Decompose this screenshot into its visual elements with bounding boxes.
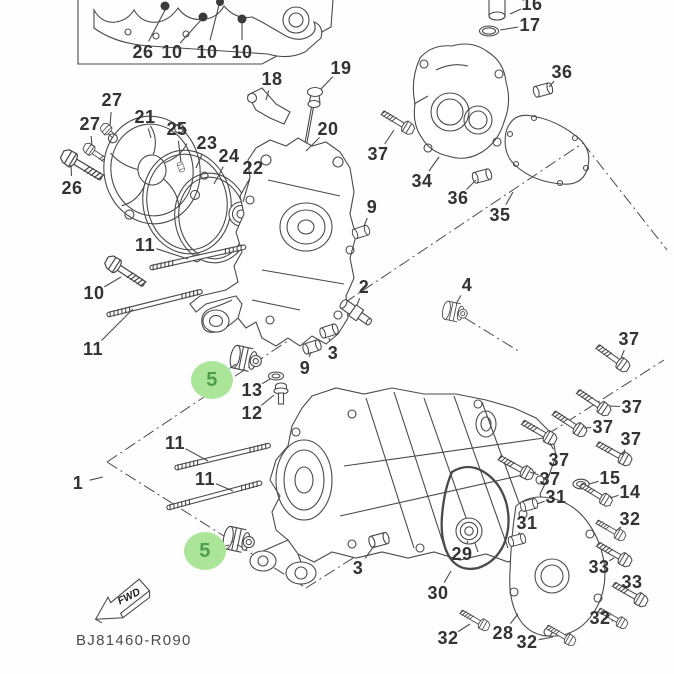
fwd-arrow-label: FWD bbox=[116, 586, 143, 608]
leader-line-21 bbox=[147, 128, 152, 139]
leader-line-37 bbox=[384, 129, 395, 145]
leader-line-17 bbox=[499, 26, 519, 31]
dowel-9-upper bbox=[350, 224, 372, 240]
leader-line-33 bbox=[609, 557, 615, 562]
leader-line-12 bbox=[260, 394, 275, 406]
bolt-32-b bbox=[595, 604, 630, 631]
crankcase-main bbox=[249, 387, 557, 585]
engine-mount-bracket bbox=[93, 0, 323, 58]
leader-line-4 bbox=[455, 295, 462, 305]
bolt-10 bbox=[101, 252, 150, 292]
leader-line-1 bbox=[89, 476, 104, 481]
leader-line-3 bbox=[364, 545, 375, 559]
leader-lines bbox=[70, 4, 637, 641]
crankcase-cover-34 bbox=[412, 43, 510, 159]
leader-line-32 bbox=[615, 526, 622, 532]
diagram-code: BJ81460-R090 bbox=[76, 632, 192, 649]
leader-line-24 bbox=[213, 166, 224, 185]
bolt-12 bbox=[273, 382, 289, 405]
leader-line-22 bbox=[242, 179, 251, 203]
leader-line-10 bbox=[209, 4, 220, 41]
leader-line-14 bbox=[609, 494, 619, 499]
leader-line-35 bbox=[505, 191, 514, 205]
leader-line-19 bbox=[320, 76, 334, 90]
bolt-37-r3 bbox=[549, 406, 590, 440]
leader-line-37 bbox=[620, 349, 625, 359]
leader-line-27 bbox=[90, 135, 93, 147]
cover-gasket-30 bbox=[440, 465, 510, 571]
fitting-2 bbox=[339, 299, 373, 326]
washer-13 bbox=[267, 371, 285, 381]
water-pump-cover-28 bbox=[509, 496, 606, 637]
leader-line-23 bbox=[195, 153, 203, 169]
dipstick-19 bbox=[296, 86, 324, 181]
leader-line-32 bbox=[538, 636, 554, 641]
cover-gasket-23 bbox=[142, 149, 232, 255]
leader-line-27 bbox=[109, 111, 112, 127]
leader-line-11 bbox=[156, 248, 189, 260]
bolt-14 bbox=[577, 479, 615, 509]
bolt-37-r4 bbox=[593, 437, 635, 469]
bolt-33-b bbox=[609, 578, 651, 610]
leader-line-29 bbox=[466, 540, 469, 544]
leader-line-3 bbox=[328, 337, 331, 342]
leader-line-36 bbox=[548, 80, 555, 88]
leader-line-10 bbox=[104, 276, 122, 288]
leader-line-36 bbox=[466, 179, 477, 190]
bushing-5-lower bbox=[220, 524, 258, 556]
leader-line-37 bbox=[609, 405, 621, 408]
leader-line-30 bbox=[443, 570, 452, 583]
leader-line-13 bbox=[261, 378, 271, 385]
leader-line-18 bbox=[265, 90, 270, 101]
leader-line-11 bbox=[215, 483, 234, 492]
leader-line-37 bbox=[549, 442, 554, 450]
o-ring-17 bbox=[478, 25, 500, 37]
leader-line-9 bbox=[363, 217, 368, 227]
leader-line-34 bbox=[428, 156, 440, 172]
leader-line-31 bbox=[517, 532, 521, 536]
leader-line-25 bbox=[177, 140, 182, 163]
stud-11-d bbox=[165, 479, 263, 512]
leader-line-16 bbox=[509, 8, 522, 15]
bushing-4 bbox=[440, 299, 470, 325]
leader-line-26 bbox=[148, 9, 166, 42]
stud-11-c bbox=[173, 441, 272, 472]
bushing-5-upper bbox=[227, 343, 265, 375]
leader-line-11 bbox=[101, 308, 134, 341]
leader-line-28 bbox=[509, 613, 519, 624]
leader-line-31 bbox=[536, 500, 545, 505]
leader-line-26 bbox=[70, 164, 73, 177]
elbow-fitting-16 bbox=[488, 0, 506, 21]
leader-line-32 bbox=[457, 623, 471, 633]
leader-line-9 bbox=[308, 351, 312, 357]
inset-box bbox=[77, 0, 334, 65]
generator-cover bbox=[103, 115, 201, 225]
crankcase-upper-half bbox=[189, 137, 357, 347]
bolt-37-top bbox=[378, 106, 417, 137]
leader-line-37 bbox=[529, 471, 539, 476]
bracket-18 bbox=[246, 87, 291, 125]
stud-11-b bbox=[105, 287, 204, 319]
leader-line-37 bbox=[621, 449, 626, 456]
leader-line-11 bbox=[185, 448, 209, 462]
bolt-32-a bbox=[593, 516, 628, 543]
fwd-arrow: FWD bbox=[94, 578, 151, 624]
cover-gasket-35 bbox=[504, 114, 590, 187]
leader-line-20 bbox=[305, 137, 320, 152]
bearing-29 bbox=[455, 517, 483, 545]
leader-line-15 bbox=[588, 480, 599, 485]
bolt-37-r1 bbox=[593, 340, 633, 375]
leader-line-2 bbox=[356, 297, 361, 306]
leader-line-10 bbox=[179, 19, 202, 44]
